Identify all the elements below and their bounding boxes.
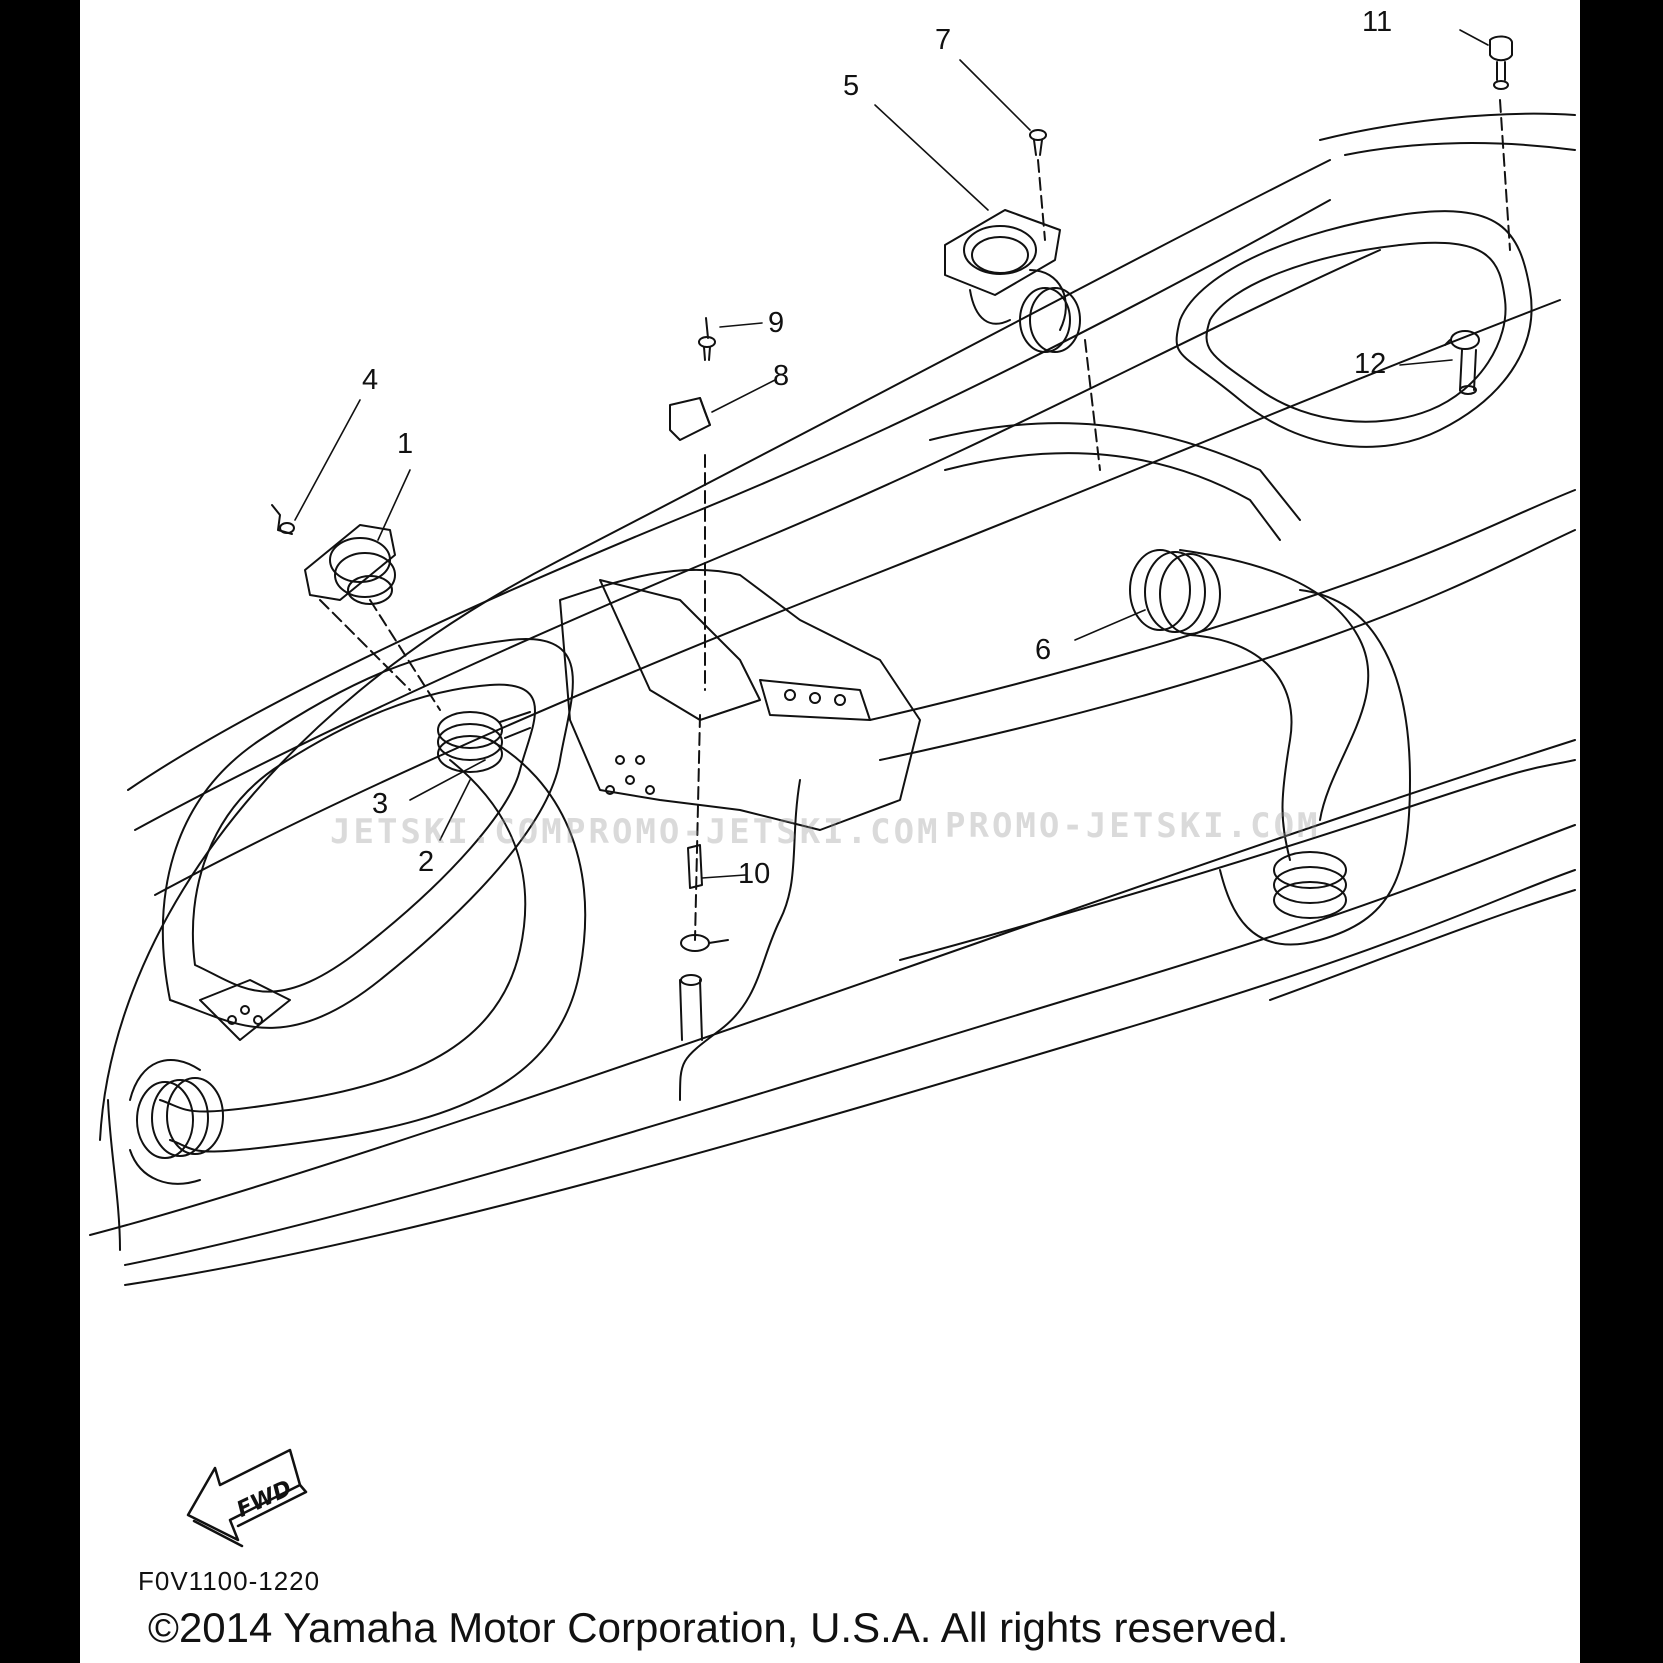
- joint-part-3: [437, 711, 531, 773]
- callout-4[interactable]: 4: [362, 364, 379, 396]
- copyright-notice: ©2014 Yamaha Motor Corporation, U.S.A. A…: [148, 1604, 1289, 1651]
- rear-deck-opening: [929, 210, 1533, 541]
- watermark-right: PROMO-JETSKI.COM: [945, 806, 1321, 846]
- callout-5[interactable]: 5: [843, 70, 860, 102]
- center-frame: [559, 568, 921, 1101]
- callout-leaders: [294, 29, 1489, 879]
- callout-10[interactable]: 10: [738, 858, 771, 890]
- callout-3[interactable]: 3: [372, 788, 389, 820]
- front-deck-opening: [161, 638, 574, 1041]
- callout-6[interactable]: 6: [1035, 634, 1052, 666]
- watermark-center: PROMO-JETSKI.COM: [565, 812, 941, 852]
- callout-1[interactable]: 1: [397, 428, 414, 460]
- callout-9[interactable]: 9: [768, 307, 785, 339]
- callout-8[interactable]: 8: [773, 360, 790, 392]
- diagram-sheet: [80, 0, 1580, 1663]
- fwd-direction-arrow: [186, 1448, 308, 1548]
- rear-vent-duct: [1129, 549, 1411, 946]
- small-fasteners: [669, 35, 1513, 1041]
- rivet-part-4: [271, 504, 295, 535]
- hull-outline: [89, 112, 1576, 1286]
- callout-11[interactable]: 11: [1362, 6, 1393, 38]
- assembly-lines: [319, 99, 1511, 941]
- elbow-part-5: [944, 209, 1081, 353]
- callout-2[interactable]: 2: [418, 846, 435, 878]
- drawing-code: F0V1100-1220: [138, 1566, 321, 1596]
- watermark-left: JETSKI.COM: [330, 812, 565, 852]
- callout-7[interactable]: 7: [935, 24, 952, 56]
- callout-12[interactable]: 12: [1354, 348, 1387, 380]
- inlet-flange-part-1: [304, 524, 396, 605]
- front-vent-duct: [129, 739, 587, 1185]
